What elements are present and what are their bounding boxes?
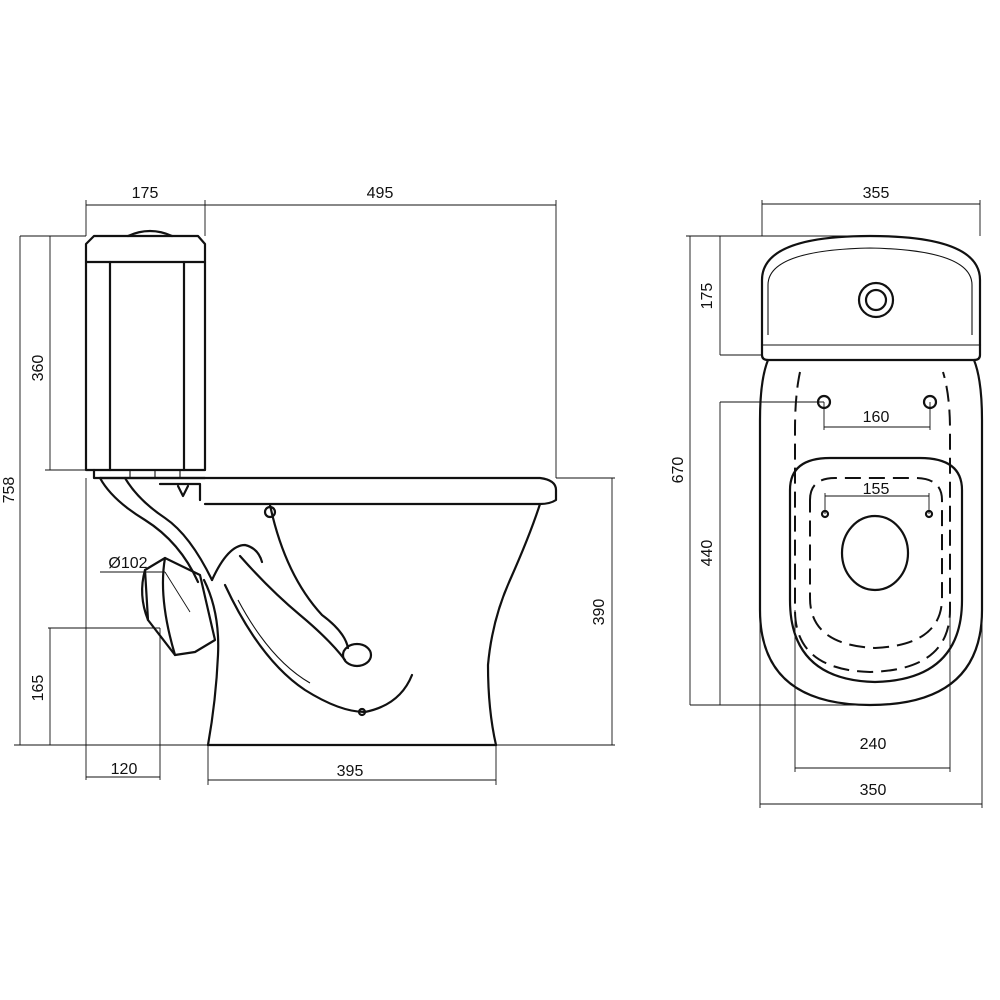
dim-tank-width: 355 (863, 185, 890, 202)
top-cistern (760, 234, 982, 347)
side-dimension-lines (14, 200, 615, 785)
dim-top-tank-depth: 175 (699, 283, 716, 310)
top-bowl (758, 343, 984, 707)
dim-floor-fixing-spacing: 155 (863, 481, 890, 498)
top-view: 355 175 670 440 160 155 240 350 (670, 185, 984, 808)
dim-tank-depth: 175 (132, 185, 159, 202)
dim-tank-height: 360 (30, 355, 47, 382)
top-dimension-labels: 355 175 670 440 160 155 240 350 (670, 185, 889, 799)
dim-bowl-depth: 440 (699, 540, 716, 567)
trap-outline (210, 503, 414, 717)
dim-bowl-projection: 495 (367, 185, 394, 202)
dim-bowl-width: 350 (860, 782, 887, 799)
dim-outlet-height: 165 (30, 675, 47, 702)
top-dimension-lines (686, 200, 983, 808)
dim-total-height: 758 (1, 477, 18, 504)
cistern-outline (84, 229, 207, 480)
side-dimension-labels: 175 495 758 360 Ø102 165 120 395 390 (1, 185, 608, 780)
outlet-pipe (141, 556, 217, 657)
dim-rim-height: 390 (591, 599, 608, 626)
dim-outlet-offset: 120 (111, 761, 138, 778)
dim-base-length: 395 (337, 763, 364, 780)
dim-outlet-diameter: Ø102 (108, 555, 147, 572)
bowl-outline (98, 476, 558, 747)
side-view: 175 495 758 360 Ø102 165 120 395 390 (1, 185, 615, 785)
dim-inner-width: 240 (860, 736, 887, 753)
dim-hinge-spacing: 160 (863, 409, 890, 426)
dim-total-depth: 670 (670, 457, 687, 484)
